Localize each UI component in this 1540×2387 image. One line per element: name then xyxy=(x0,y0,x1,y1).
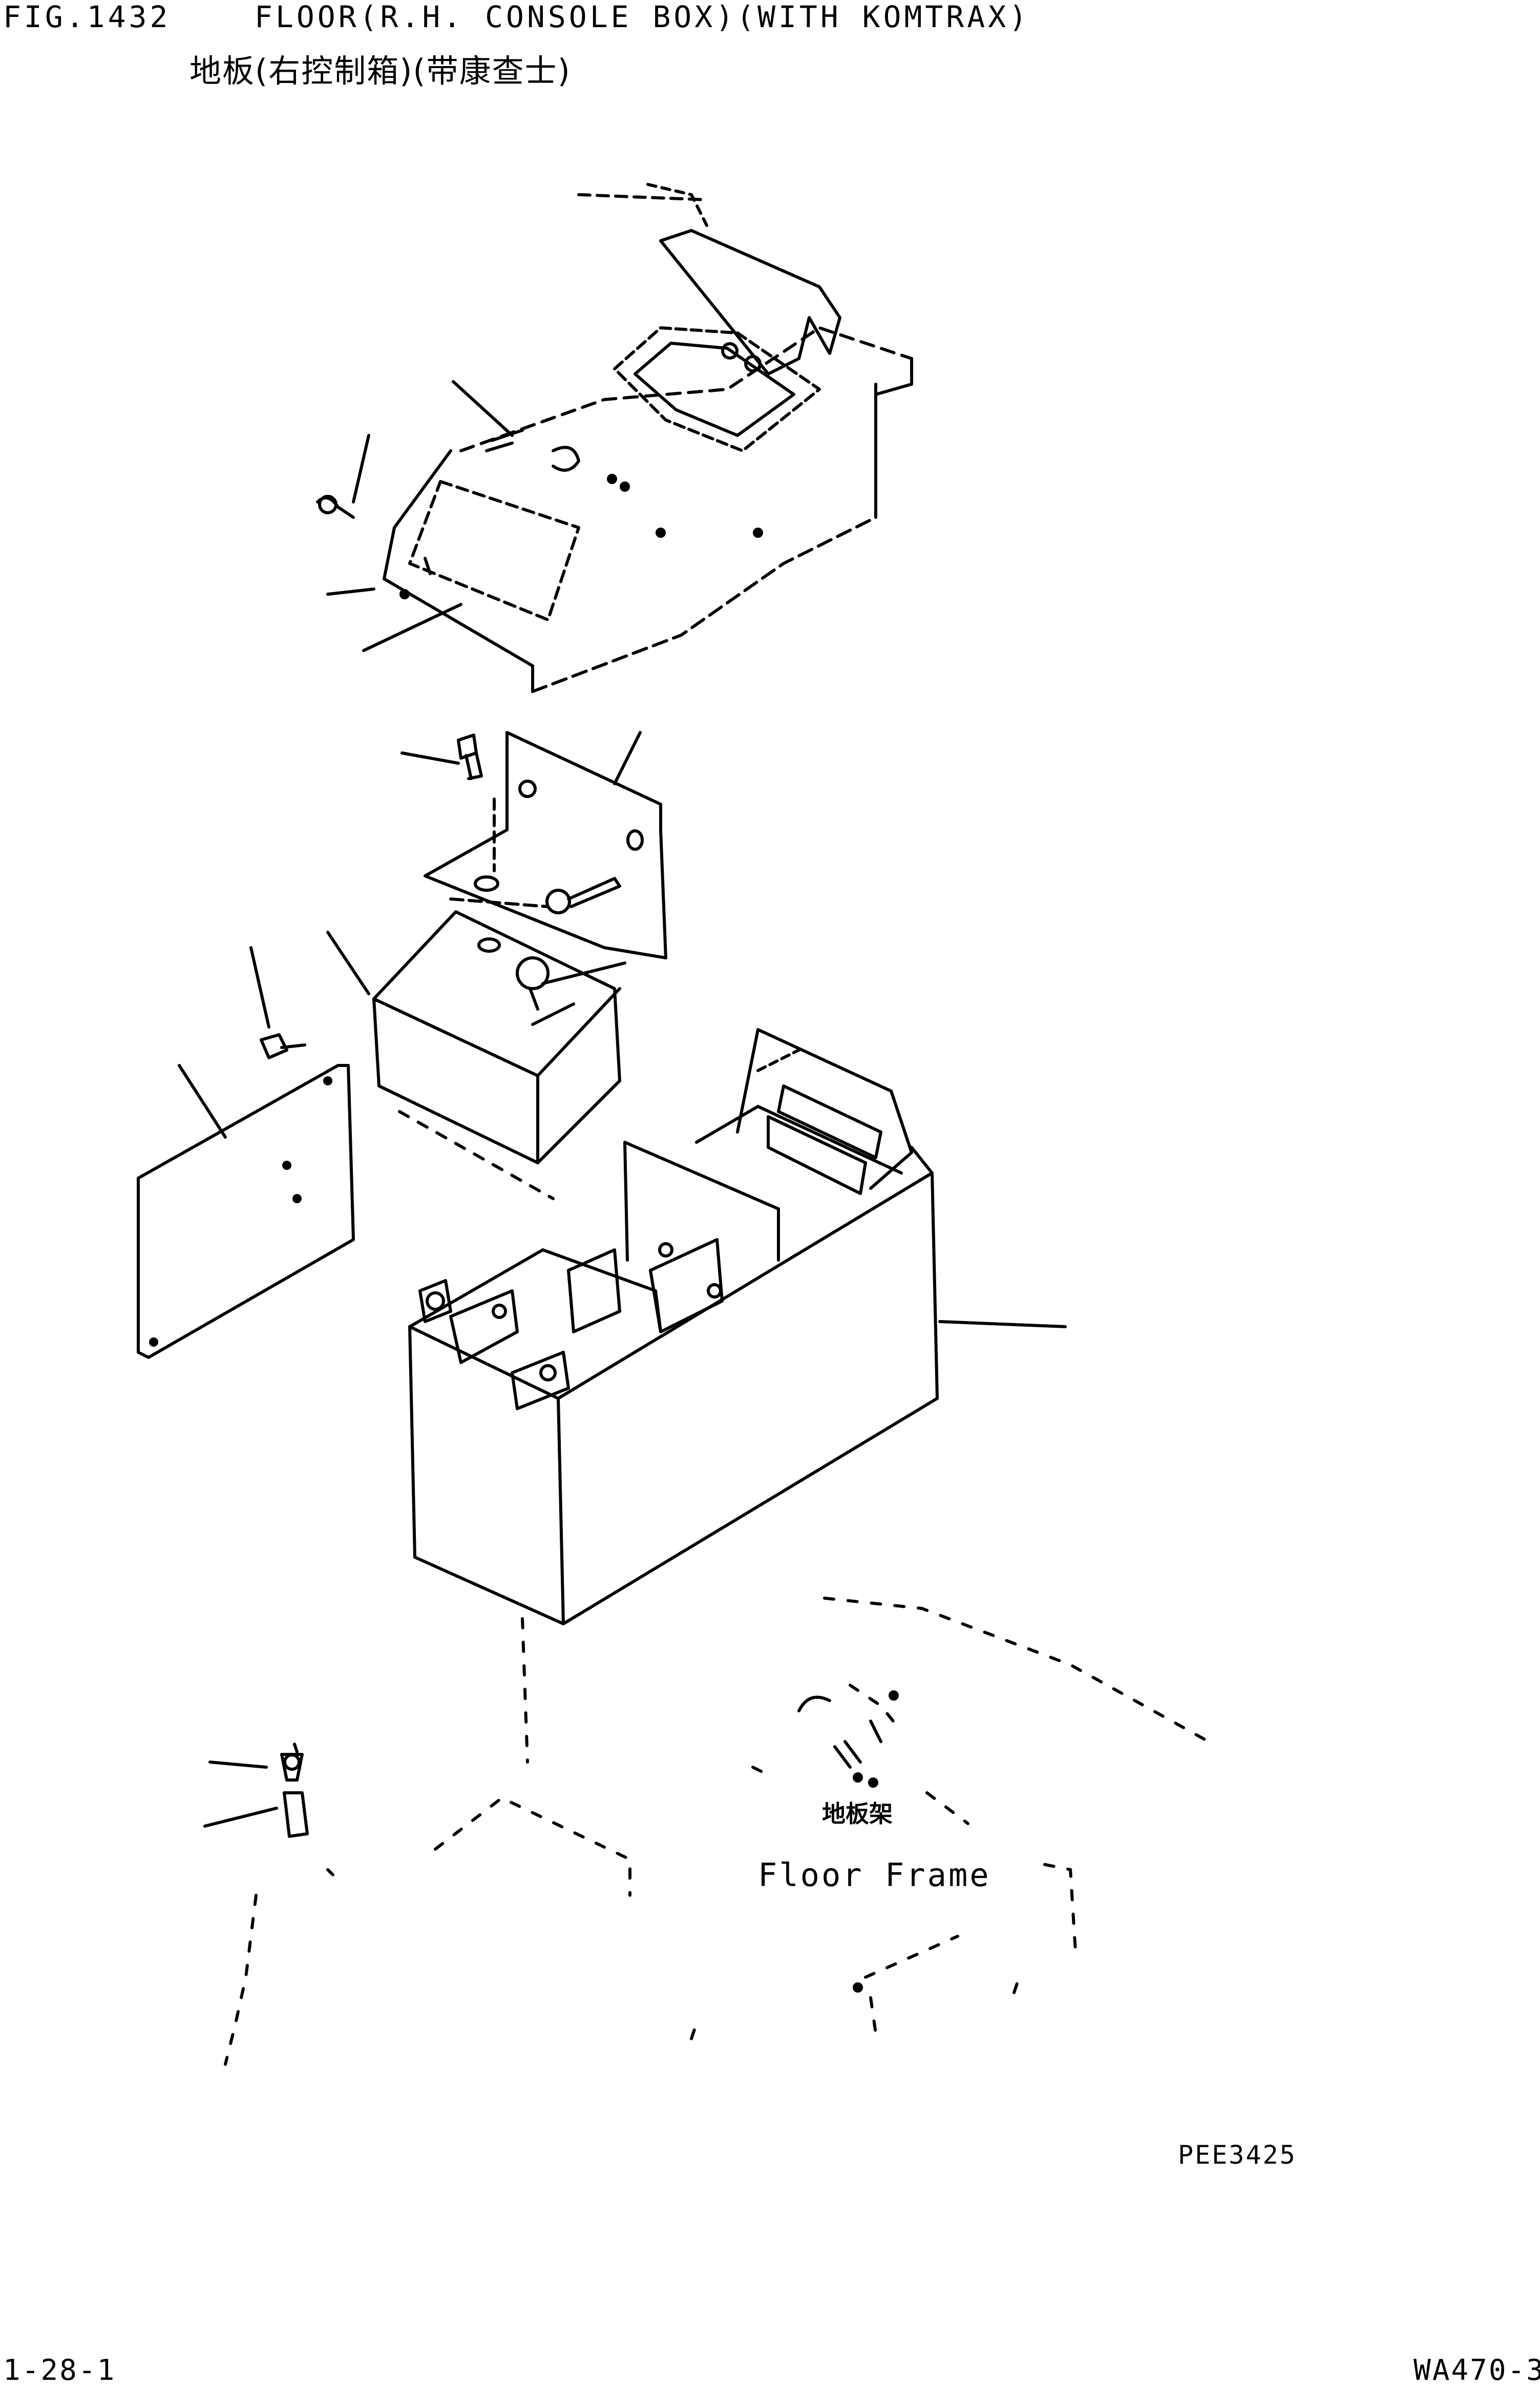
model-code: WA470-3 xyxy=(1414,2354,1540,2387)
bottom-bolt-assembly xyxy=(203,1743,334,1876)
controller-box xyxy=(326,910,626,1200)
console-box-body xyxy=(408,1028,1067,1625)
side-cover-plate xyxy=(137,946,355,1359)
console-cover xyxy=(316,183,913,693)
drawing-code: PEE3425 xyxy=(1178,2140,1297,2170)
floor-frame-details xyxy=(797,1690,899,1993)
figure-title: FIG.1432 FLOOR(R.H. CONSOLE BOX)(WITH KO… xyxy=(3,0,1030,34)
mounting-bracket xyxy=(400,731,667,959)
floor-frame-label-cn: 地板架 xyxy=(822,1800,893,1828)
figure-subtitle: 地板(右控制箱)(带康查士) xyxy=(189,52,571,90)
floor-frame-label-en: Floor Frame xyxy=(758,1856,991,1894)
floor-frame xyxy=(224,1597,1210,2066)
page-number: 1-28-1 xyxy=(3,2354,116,2387)
